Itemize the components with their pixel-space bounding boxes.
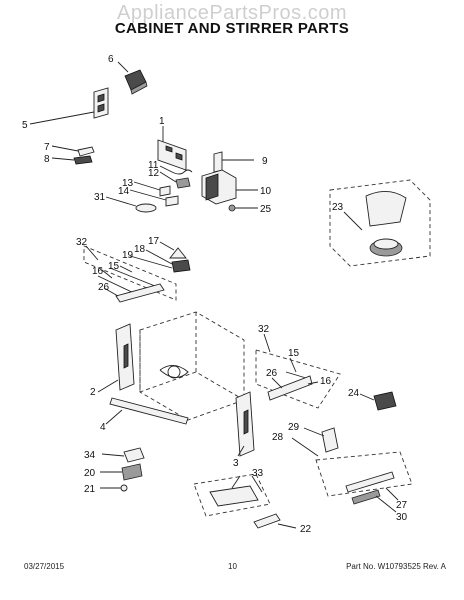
footer-part-number: Part No. W10793525 Rev. A <box>346 562 446 571</box>
callout-21[interactable]: 21 <box>84 484 96 495</box>
callout-30[interactable]: 30 <box>396 512 408 523</box>
part-26-right-heater <box>267 375 313 401</box>
callout-22[interactable]: 22 <box>300 524 312 535</box>
part-4-trim-strip <box>109 397 189 425</box>
part-5-bracket <box>93 87 109 119</box>
footer-date: 03/27/2015 <box>24 562 65 571</box>
callout-26-right[interactable]: 26 <box>266 368 278 379</box>
part-12-switch <box>175 177 191 189</box>
part-25-screw <box>228 204 236 212</box>
callout-18[interactable]: 18 <box>134 244 146 255</box>
part-3-side-panel <box>235 391 255 457</box>
part-11-wire <box>171 169 193 175</box>
part-15-right-rail <box>285 371 307 379</box>
callout-12[interactable]: 12 <box>148 168 160 179</box>
callout-5[interactable]: 5 <box>22 120 28 131</box>
callout-13[interactable]: 13 <box>122 178 134 189</box>
part-22-strip <box>253 513 281 529</box>
part-30-rod <box>351 489 381 505</box>
part-31-thermostat <box>135 203 157 213</box>
callout-11[interactable]: 11 <box>148 160 159 171</box>
part-28-lower-right-frame <box>315 451 413 497</box>
part-18-latch <box>171 259 191 273</box>
part-27-rod <box>345 471 395 493</box>
callout-23[interactable]: 23 <box>332 202 344 213</box>
callout-34[interactable]: 34 <box>84 450 96 461</box>
part-6-knob <box>124 69 148 95</box>
part-29-bracket <box>321 427 339 453</box>
part-24-hinge <box>373 391 397 411</box>
callout-17[interactable]: 17 <box>148 236 160 247</box>
callout-8[interactable]: 8 <box>44 154 50 165</box>
callout-16-right[interactable]: 16 <box>320 376 332 387</box>
part-10-magnetron <box>201 169 237 205</box>
cabinet-body <box>139 311 245 421</box>
part-9-antenna <box>213 151 223 173</box>
callout-15-right[interactable]: 15 <box>288 348 300 359</box>
callout-4[interactable]: 4 <box>100 422 106 433</box>
callout-24[interactable]: 24 <box>348 388 360 399</box>
callout-9[interactable]: 9 <box>262 156 268 167</box>
callout-20[interactable]: 20 <box>84 468 96 479</box>
callout-6[interactable]: 6 <box>108 54 114 65</box>
part-15-upper-left-rail <box>109 267 161 289</box>
part-32-right-frame <box>255 349 341 409</box>
footer-page-number: 10 <box>228 562 237 571</box>
callout-28[interactable]: 28 <box>272 432 284 443</box>
part-20-motor <box>121 463 143 481</box>
part-17-cone <box>169 247 187 259</box>
callout-10[interactable]: 10 <box>260 186 272 197</box>
page-title: CABINET AND STIRRER PARTS <box>114 20 350 37</box>
part-7-clip <box>77 146 95 157</box>
callout-32[interactable]: 32 <box>76 237 88 248</box>
callout-16[interactable]: 16 <box>92 266 104 277</box>
part-1-board <box>157 139 187 171</box>
part-8-clip <box>73 155 93 165</box>
callout-25[interactable]: 25 <box>260 204 272 215</box>
part-2-side-panel <box>115 323 135 391</box>
callout-32-right[interactable]: 32 <box>258 324 270 335</box>
callout-26[interactable]: 26 <box>98 282 110 293</box>
callout-19[interactable]: 19 <box>122 250 134 261</box>
callout-33[interactable]: 33 <box>252 468 264 479</box>
callout-7[interactable]: 7 <box>44 142 50 153</box>
part-33-tray <box>209 485 259 507</box>
callout-15[interactable]: 15 <box>108 261 120 272</box>
callout-14[interactable]: 14 <box>118 186 130 197</box>
callout-29[interactable]: 29 <box>288 422 300 433</box>
part-26-upper-left-heater <box>115 283 165 303</box>
callout-3[interactable]: 3 <box>233 458 239 469</box>
part-23-stirrer <box>329 179 431 267</box>
part-21-screw <box>120 484 128 492</box>
part-34-plate <box>123 447 145 463</box>
part-13-switch <box>159 185 171 197</box>
callout-27[interactable]: 27 <box>396 500 408 511</box>
callout-2[interactable]: 2 <box>90 387 96 398</box>
callout-31[interactable]: 31 <box>94 192 106 203</box>
part-14-switch <box>165 195 179 207</box>
callout-1[interactable]: 1 <box>159 116 165 127</box>
watermark: AppliancePartsPros.com <box>117 2 347 24</box>
part-32-upper-left-frame <box>83 245 177 301</box>
